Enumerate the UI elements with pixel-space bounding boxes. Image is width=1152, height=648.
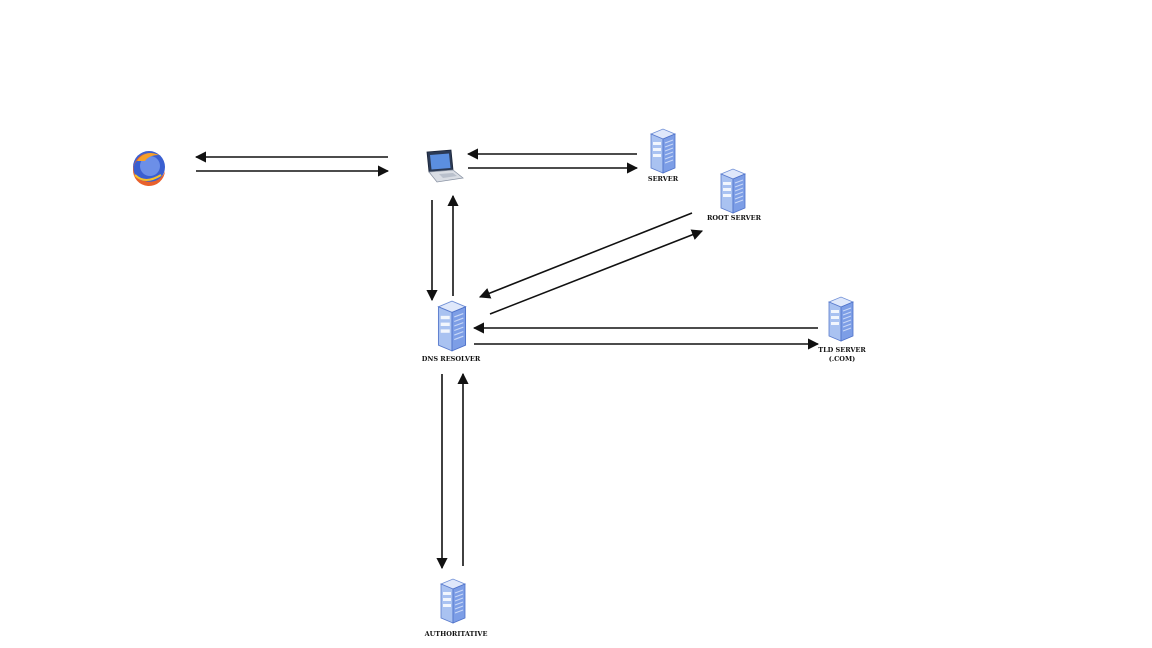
- tld-server-label: TLD SERVER: [818, 346, 866, 354]
- dns-resolver-label: DNS RESOLVER: [421, 355, 481, 363]
- root-server-label: ROOT SERVER: [706, 214, 762, 222]
- firefox-icon: [132, 151, 165, 187]
- server-label: SERVER: [647, 175, 679, 183]
- authoritative-label: AUTHORITATIVE: [424, 630, 488, 638]
- arrow-resolver-to-root: [489, 229, 704, 315]
- dns-resolver-icon: [437, 300, 467, 352]
- authoritative-icon: [440, 578, 466, 624]
- tld-server-icon: [828, 296, 854, 342]
- root-server-icon: [720, 168, 746, 214]
- arrows: [194, 148, 820, 570]
- laptop-icon: [426, 149, 464, 183]
- arrow-root-to-resolver: [478, 212, 693, 299]
- tld-server-sublabel: (.COM): [828, 355, 856, 363]
- server-icon: [650, 128, 676, 174]
